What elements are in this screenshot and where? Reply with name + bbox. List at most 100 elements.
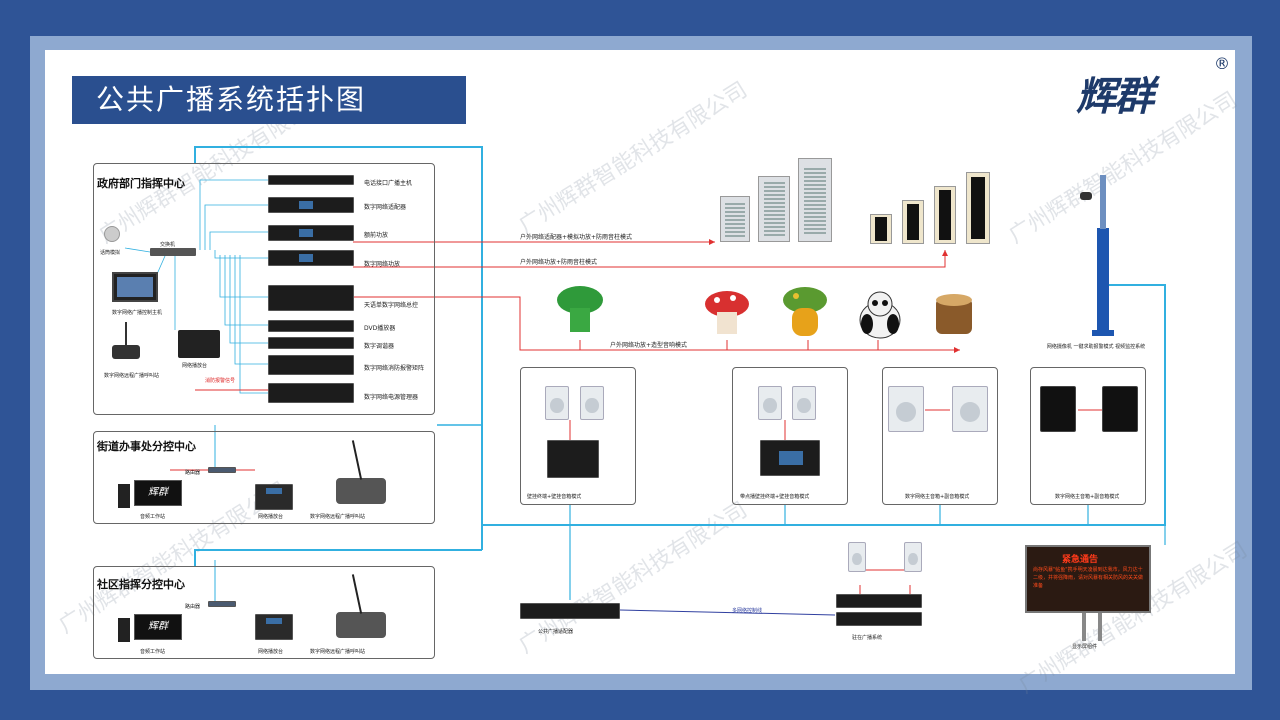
zone-label: 带点播壁挂终端+壁挂音箱模式 xyxy=(740,494,810,500)
zone-label: 数字网络主音箱+副音箱模式 xyxy=(1055,494,1120,500)
outdoor-link-label: 户外网络功放+防雨音柱模式 xyxy=(520,259,598,266)
panda-speaker-icon xyxy=(859,291,901,339)
mushroom-speaker-icon xyxy=(783,287,827,336)
device-label: 数字网络适配器 xyxy=(364,204,407,211)
host-label: 数字网络广播控制主机 xyxy=(112,310,163,316)
brand-logo: 辉群 xyxy=(1076,73,1154,120)
wall-speaker xyxy=(848,542,866,572)
wall-speaker xyxy=(545,386,569,420)
screen-label: 显示屏组件 xyxy=(1072,644,1098,650)
pc-label: 音频工作站 xyxy=(140,514,166,520)
column-speaker xyxy=(798,158,832,242)
public-broadcast-adapter xyxy=(520,603,620,619)
camera-icon xyxy=(1080,192,1092,200)
zone-panel-wall-terminal xyxy=(520,367,636,505)
adapter-label: 公共广播适配器 xyxy=(538,629,574,635)
zone-panel-ondemand-terminal xyxy=(732,367,848,505)
network-master-control xyxy=(268,285,354,311)
main-speaker xyxy=(888,386,924,432)
sub-speaker xyxy=(952,386,988,432)
mushroom-speaker-icon xyxy=(557,286,603,332)
remote-label: 数字网络远程广播呼叫站 xyxy=(104,373,160,379)
remote-call-station xyxy=(336,612,386,638)
station-label: 数字网络远程广播呼叫站 xyxy=(310,514,366,520)
local-amplifier xyxy=(836,594,922,608)
street-center-title: 街道办事处分控中心 xyxy=(97,440,196,453)
zone-label: 壁挂终端+壁挂音箱模式 xyxy=(527,494,582,500)
bus-label: 多网络控制线 xyxy=(732,608,763,614)
community-center-panel xyxy=(93,566,435,659)
ondemand-terminal xyxy=(760,440,820,476)
zone-panel-digital-speaker-black xyxy=(1030,367,1146,505)
registered-mark: ® xyxy=(1214,54,1230,73)
router xyxy=(208,467,236,473)
fire-signal-label: 消防报警信号 xyxy=(205,378,236,384)
router xyxy=(208,601,236,607)
led-notice-screen xyxy=(1025,545,1151,613)
remote-call-station xyxy=(336,478,386,504)
screen-leg xyxy=(1098,613,1102,641)
device-label: DVD播放器 xyxy=(364,325,396,332)
power-manager xyxy=(268,383,354,403)
pad-label: 网络播放台 xyxy=(182,363,208,369)
ceiling-mic-icon xyxy=(104,226,120,242)
local-amplifier xyxy=(836,612,922,626)
main-speaker xyxy=(1040,386,1076,432)
gov-center-panel xyxy=(93,163,435,415)
sub-speaker xyxy=(1102,386,1138,432)
wall-speaker xyxy=(904,542,922,572)
rainproof-column-speaker xyxy=(934,186,956,244)
notice-title: 紧急通告 xyxy=(1062,555,1099,565)
device-label: 电话接口广播主机 xyxy=(364,180,413,187)
pad-label: 网络播放台 xyxy=(258,514,284,520)
screen-leg xyxy=(1082,613,1086,641)
tuner xyxy=(268,337,354,349)
column-speaker xyxy=(720,196,750,242)
dvd-player xyxy=(268,320,354,332)
device-label: 额前功放 xyxy=(364,232,389,239)
device-label: 数字调谐器 xyxy=(364,343,395,350)
control-host-monitor xyxy=(112,272,158,302)
surveillance-pole xyxy=(1097,228,1109,334)
pc-logo: 辉群 xyxy=(134,614,182,640)
audio-workstation: 辉群 xyxy=(118,480,182,510)
wall-speaker xyxy=(580,386,604,420)
remote-station-icon xyxy=(112,345,140,359)
community-center-title: 社区指挥分控中心 xyxy=(97,578,185,591)
rainproof-column-speaker xyxy=(902,200,924,244)
pc-label: 音频工作站 xyxy=(140,649,166,655)
wall-speaker xyxy=(792,386,816,420)
network-switch xyxy=(150,248,196,256)
rainproof-column-speaker xyxy=(870,214,892,244)
broadcast-pad xyxy=(255,614,293,640)
street-center-panel xyxy=(93,431,435,524)
router-label: 路由器 xyxy=(185,470,201,476)
audio-workstation: 辉群 xyxy=(118,614,182,644)
broadcast-pad-icon xyxy=(178,330,220,358)
pad-label: 网络播放台 xyxy=(258,649,284,655)
outdoor-link-label: 户外网络适配器+模拟功放+防雨音柱模式 xyxy=(520,234,633,241)
router-label: 路由器 xyxy=(185,604,201,610)
device-label: 数字网络消防报警矩阵 xyxy=(364,365,425,372)
gov-center-title: 政府部门指挥中心 xyxy=(97,177,185,190)
pole-top xyxy=(1100,175,1106,229)
broadcast-pad xyxy=(255,484,293,510)
zone-panel-digital-speaker xyxy=(882,367,998,505)
phone-broadcast-host xyxy=(268,175,354,185)
stump-speaker-icon xyxy=(936,294,972,334)
fire-alarm-matrix xyxy=(268,355,354,375)
garden-link-label: 户外网络功放+造型音响模式 xyxy=(610,342,688,349)
device-label: 天语单数字网络总控 xyxy=(364,302,419,309)
pole-label: 网络摄像机 一键求助报警模式 视频监控系统 xyxy=(1046,344,1146,350)
switch-label: 交换机 xyxy=(160,242,176,248)
network-amplifier xyxy=(268,250,354,266)
rainproof-column-speaker xyxy=(966,172,990,244)
page-title: 公共广播系统括扑图 xyxy=(72,76,466,124)
mushroom-speaker-icon xyxy=(705,291,749,334)
zone-label: 数字网络主音箱+副音箱模式 xyxy=(905,494,970,500)
device-label: 数字网络电源管理器 xyxy=(364,394,419,401)
network-adapter xyxy=(268,197,354,213)
notice-body: 尚存风暴"鲇鱼"携手明天凌晨到达我市，风力达十二级，并将强降雨，请对风暴有相关防… xyxy=(1033,567,1144,589)
wall-terminal xyxy=(547,440,599,478)
